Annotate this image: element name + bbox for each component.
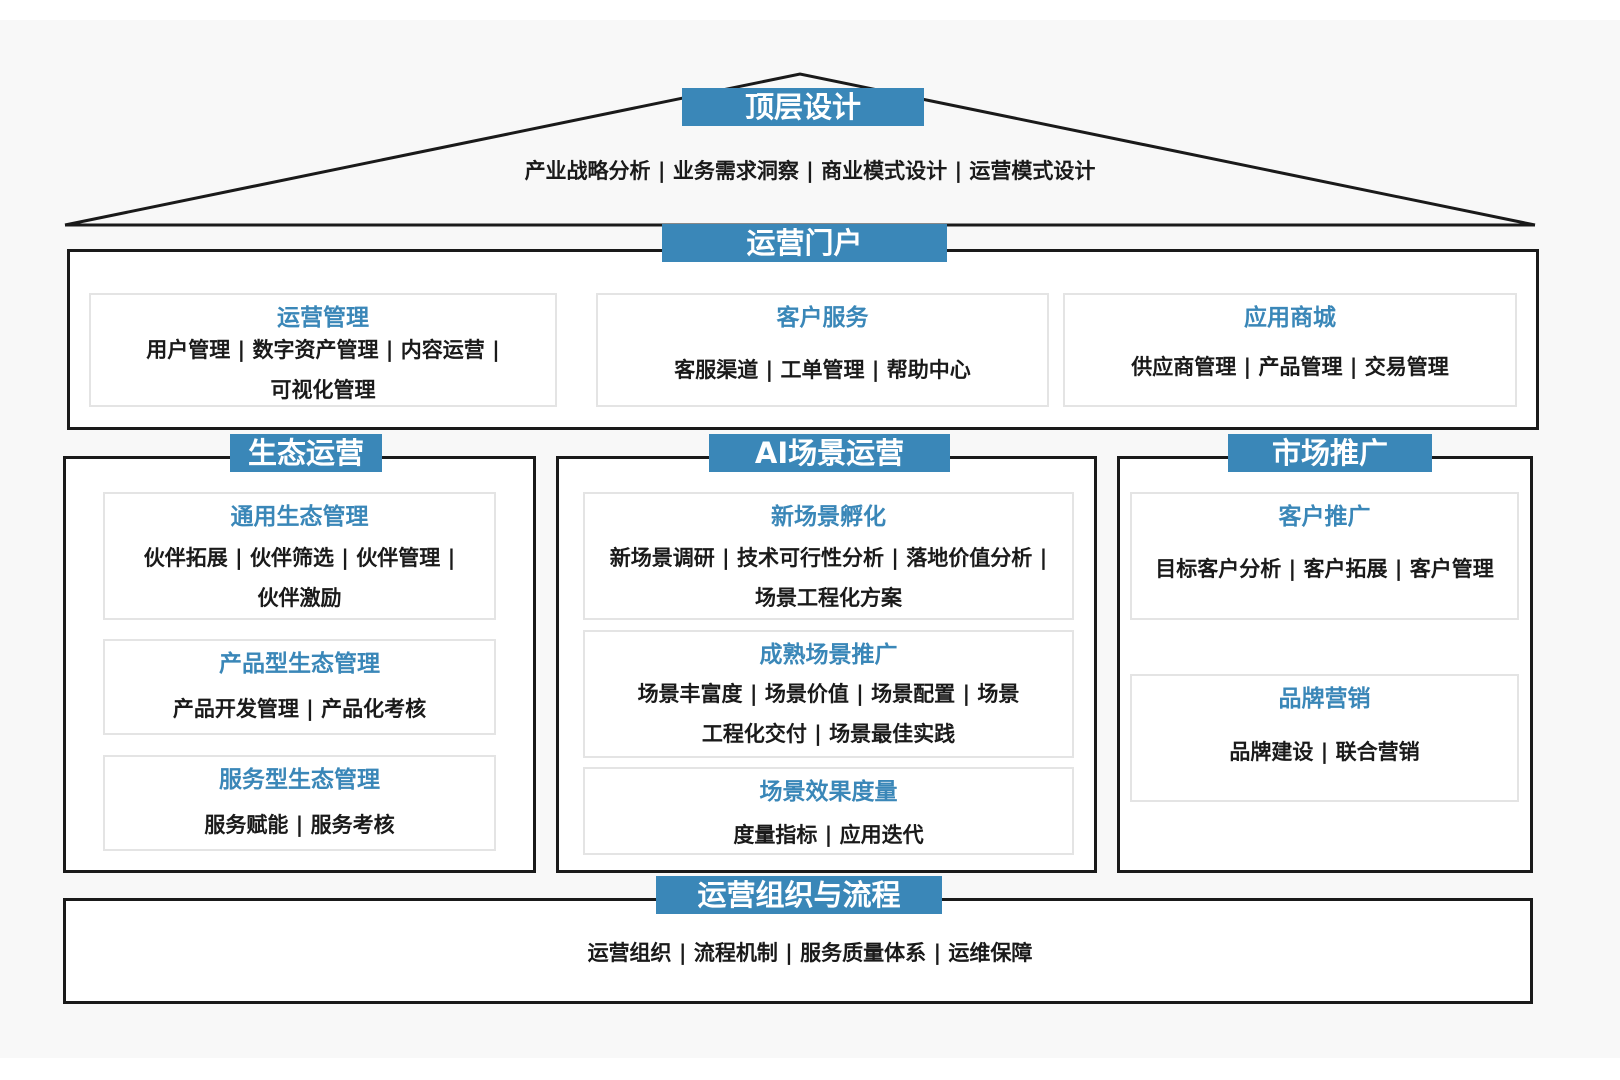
- portal-title: 运营门户: [662, 224, 947, 262]
- card-text: 新场景调研 | 技术可行性分析 | 落地价值分析 |: [609, 546, 1048, 570]
- top-design-items: 产业战略分析 | 业务需求洞察 | 商业模式设计 | 运营模式设计: [524, 159, 1096, 183]
- card-title: 品牌营销: [1278, 686, 1371, 712]
- market-card-customer-promotion: 客户推广 目标客户分析 | 客户拓展 | 客户管理: [1130, 492, 1519, 620]
- card-title: 新场景孵化: [771, 504, 886, 530]
- card-text: 工程化交付 | 场景最佳实践: [701, 722, 956, 746]
- card-title: 场景效果度量: [759, 779, 898, 805]
- card-text: 可视化管理: [270, 378, 376, 402]
- card-title: 运营管理: [277, 305, 369, 331]
- card-title: 成熟场景推广: [759, 642, 898, 668]
- card-title: 客户服务: [776, 305, 869, 331]
- eco-card-general: 通用生态管理 伙伴拓展 | 伙伴筛选 | 伙伴管理 | 伙伴激励: [103, 492, 496, 620]
- card-text: 客服渠道 | 工单管理 | 帮助中心: [674, 358, 971, 382]
- ai-card-mature-scene: 成熟场景推广 场景丰富度 | 场景价值 | 场景配置 | 场景 工程化交付 | …: [583, 630, 1074, 758]
- eco-card-product: 产品型生态管理 产品开发管理 | 产品化考核: [103, 639, 496, 735]
- architecture-diagram: 顶层设计 产业战略分析 | 业务需求洞察 | 商业模式设计 | 运营模式设计 运…: [0, 20, 1620, 1058]
- card-text: 场景丰富度 | 场景价值 | 场景配置 | 场景: [637, 682, 1020, 706]
- eco-card-service: 服务型生态管理 服务赋能 | 服务考核: [103, 755, 496, 851]
- card-title: 客户推广: [1278, 504, 1371, 530]
- ai-card-new-scene: 新场景孵化 新场景调研 | 技术可行性分析 | 落地价值分析 | 场景工程化方案: [583, 492, 1074, 620]
- top-design-title: 顶层设计: [682, 88, 924, 126]
- card-text: 服务赋能 | 服务考核: [204, 813, 395, 837]
- portal-card-customer-service: 客户服务 客服渠道 | 工单管理 | 帮助中心: [596, 293, 1049, 407]
- card-text: 伙伴拓展 | 伙伴筛选 | 伙伴管理 |: [143, 546, 456, 570]
- card-title: 通用生态管理: [230, 504, 369, 530]
- card-text: 品牌建设 | 联合营销: [1229, 740, 1420, 764]
- market-card-brand-marketing: 品牌营销 品牌建设 | 联合营销: [1130, 674, 1519, 802]
- card-text: 产品开发管理 | 产品化考核: [172, 697, 427, 721]
- card-text: 场景工程化方案: [755, 586, 902, 610]
- portal-card-ops-mgmt: 运营管理 用户管理 | 数字资产管理 | 内容运营 | 可视化管理: [89, 293, 557, 407]
- card-text: 度量指标 | 应用迭代: [733, 823, 924, 847]
- market-title: 市场推广: [1228, 434, 1432, 472]
- card-text: 目标客户分析 | 客户拓展 | 客户管理: [1155, 557, 1494, 581]
- card-title: 服务型生态管理: [219, 767, 380, 793]
- ai-card-measurement: 场景效果度量 度量指标 | 应用迭代: [583, 767, 1074, 855]
- card-text: 伙伴激励: [257, 586, 342, 610]
- org-title: 运营组织与流程: [656, 876, 942, 914]
- org-frame: [63, 898, 1533, 1004]
- ai-ops-title: AI场景运营: [709, 434, 950, 472]
- portal-card-app-store: 应用商城 供应商管理 | 产品管理 | 交易管理: [1063, 293, 1517, 407]
- eco-ops-title: 生态运营: [230, 434, 382, 472]
- card-title: 应用商城: [1244, 305, 1336, 331]
- card-title: 产品型生态管理: [219, 651, 380, 677]
- card-text: 用户管理 | 数字资产管理 | 内容运营 |: [146, 338, 500, 362]
- org-items: 运营组织 | 流程机制 | 服务质量体系 | 运维保障: [587, 941, 1033, 965]
- card-text: 供应商管理 | 产品管理 | 交易管理: [1131, 355, 1449, 379]
